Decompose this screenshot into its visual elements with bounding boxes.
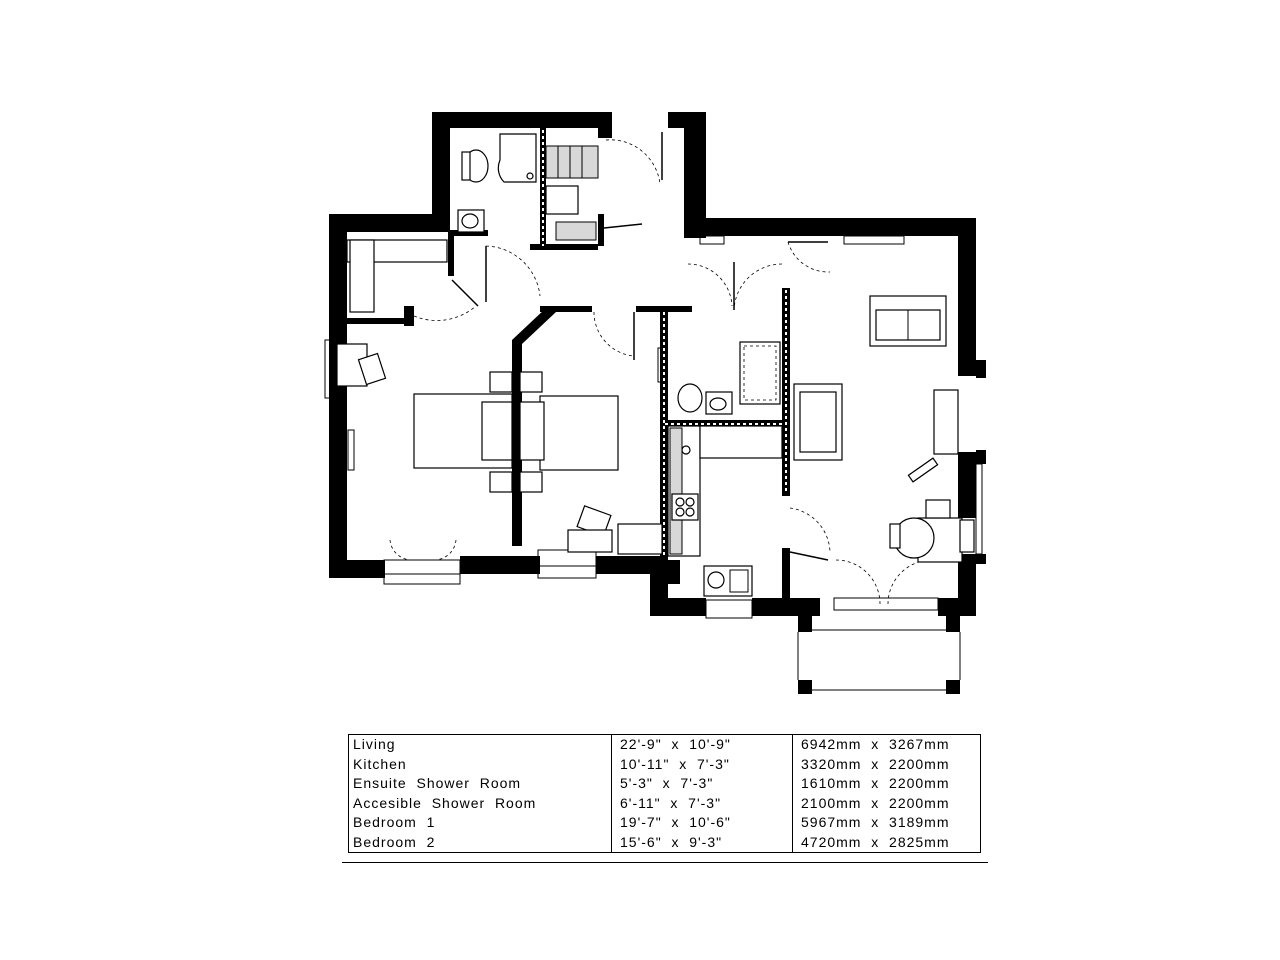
room-row-bedroom-1: Bedroom 1 19'-7" x 10'-6" 5967mm x 3189m… <box>348 813 981 833</box>
room-name: Bedroom 1 <box>348 813 612 833</box>
room-metric: 3320mm x 2200mm <box>801 755 950 772</box>
room-name: Kitchen <box>348 754 612 774</box>
room-imperial: 5'-3" x 7'-3" <box>611 774 793 794</box>
room-name: Accesible Shower Room <box>348 793 612 813</box>
room-imperial: 15'-6" x 9'-3" <box>611 832 793 853</box>
kitchen-fixtures <box>667 425 783 597</box>
room-imperial: 22'-9" x 10'-9" <box>611 734 793 755</box>
living-furniture <box>793 295 975 563</box>
room-schedule-table: Living 22'-9" x 10'-9" 6942mm x 3267mm K… <box>348 734 981 853</box>
room-metric: 5967mm x 3189mm <box>801 814 950 831</box>
room-name: Ensuite Shower Room <box>348 774 612 794</box>
room-row-accessible-shower: Accesible Shower Room 6'-11" x 7'-3" 210… <box>348 793 981 813</box>
room-imperial: 10'-11" x 7'-3" <box>611 754 793 774</box>
room-imperial: 6'-11" x 7'-3" <box>611 793 793 813</box>
room-imperial: 19'-7" x 10'-6" <box>611 813 793 833</box>
room-name: Living <box>348 734 612 755</box>
doors <box>389 132 933 605</box>
room-row-kitchen: Kitchen 10'-11" x 7'-3" 3320mm x 2200mm <box>348 754 981 774</box>
floor-plan <box>324 112 986 694</box>
bedroom-1-furniture <box>413 371 663 555</box>
table-underline <box>342 862 988 863</box>
partition-hatching <box>542 130 787 558</box>
room-metric: 4720mm x 2825mm <box>801 833 950 850</box>
room-name: Bedroom 2 <box>348 832 612 853</box>
bedroom-2-furniture <box>336 239 448 471</box>
windows <box>324 235 983 691</box>
ensuite-fixtures <box>457 133 599 241</box>
room-schedule-body: Living 22'-9" x 10'-9" 6942mm x 3267mm K… <box>348 734 981 853</box>
room-metric: 1610mm x 2200mm <box>801 775 950 792</box>
shower-room-fixtures <box>657 341 781 415</box>
room-metric: 6942mm x 3267mm <box>801 736 950 753</box>
room-row-bedroom-2: Bedroom 2 15'-6" x 9'-3" 4720mm x 2825mm <box>348 832 981 853</box>
external-walls <box>329 112 986 694</box>
room-row-ensuite: Ensuite Shower Room 5'-3" x 7'-3" 1610mm… <box>348 774 981 794</box>
room-row-living: Living 22'-9" x 10'-9" 6942mm x 3267mm <box>348 734 981 755</box>
room-metric: 2100mm x 2200mm <box>801 794 950 811</box>
